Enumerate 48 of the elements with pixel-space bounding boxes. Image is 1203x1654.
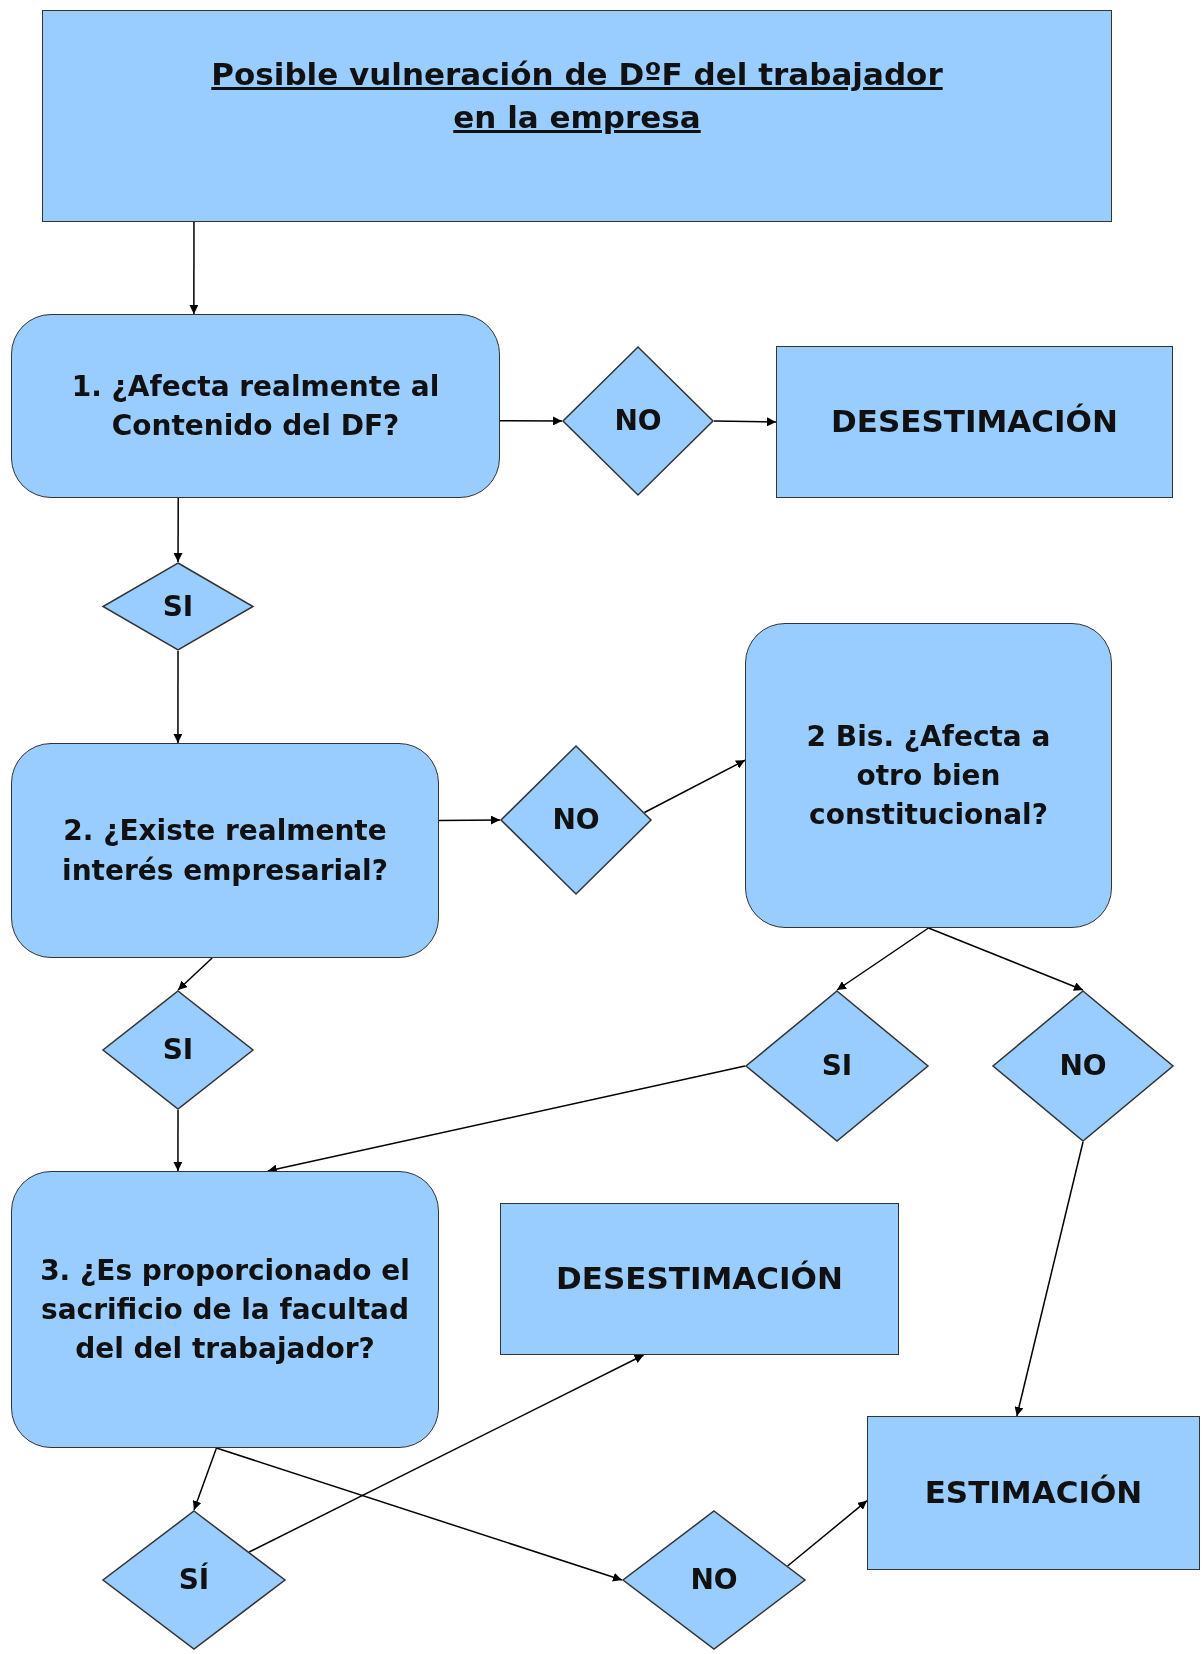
node-label: ESTIMACIÓN [924, 1473, 1143, 1513]
result-box [867, 1416, 1200, 1570]
arrow [173, 497, 183, 563]
arrow [173, 1109, 183, 1172]
node-label: DESESTIMACIÓN [831, 402, 1118, 442]
node-label: DESESTIMACIÓN [556, 1259, 843, 1299]
arrow [713, 417, 777, 427]
decision-box [11, 314, 500, 498]
decision-diamond [500, 745, 652, 895]
arrow [643, 759, 746, 814]
node-label: NO [690, 1562, 738, 1599]
decision-box [745, 623, 1112, 928]
decision-box [11, 1171, 439, 1448]
decision-diamond [745, 990, 929, 1142]
node-label: SI [162, 588, 194, 625]
arrow [215, 1447, 623, 1582]
arrow [189, 221, 199, 315]
node-label: 3. ¿Es proporcionado el sacrificio de la facultad del del trabajador? [39, 1252, 411, 1368]
arrow [177, 957, 213, 991]
result-box [776, 346, 1173, 498]
node-label: SI [821, 1048, 853, 1085]
arrow [927, 927, 1084, 991]
node-label: SI [162, 1032, 194, 1069]
arrow [173, 650, 183, 744]
decision-diamond [562, 346, 714, 496]
result-box [500, 1203, 899, 1355]
node-label: SÍ [178, 1561, 210, 1599]
arrow [438, 815, 501, 825]
arrow [499, 416, 563, 426]
arrow [786, 1499, 868, 1567]
node-label: NO [1059, 1048, 1107, 1085]
decision-diamond [102, 990, 254, 1110]
arrow [1014, 1141, 1084, 1417]
node-label: NO [552, 802, 600, 839]
node-label: 1. ¿Afecta realmente al Contenido del DF? [70, 368, 441, 444]
node-label: NO [614, 403, 662, 440]
decision-diamond [102, 562, 254, 651]
title-text: Posible vulneración de DºF del trabajador en la empresa [210, 54, 944, 137]
decision-box [11, 743, 439, 958]
arrow [248, 1354, 645, 1553]
arrow [192, 1447, 218, 1511]
decision-diamond [992, 990, 1174, 1142]
arrow [836, 927, 930, 991]
title-box [42, 10, 1112, 222]
node-label: 2 Bis. ¿Afecta a otro bien constitucional? [805, 718, 1052, 834]
decision-diamond [102, 1510, 286, 1650]
node-label: 2. ¿Existe realmente interés empresarial? [61, 813, 389, 889]
decision-diamond [622, 1510, 806, 1650]
